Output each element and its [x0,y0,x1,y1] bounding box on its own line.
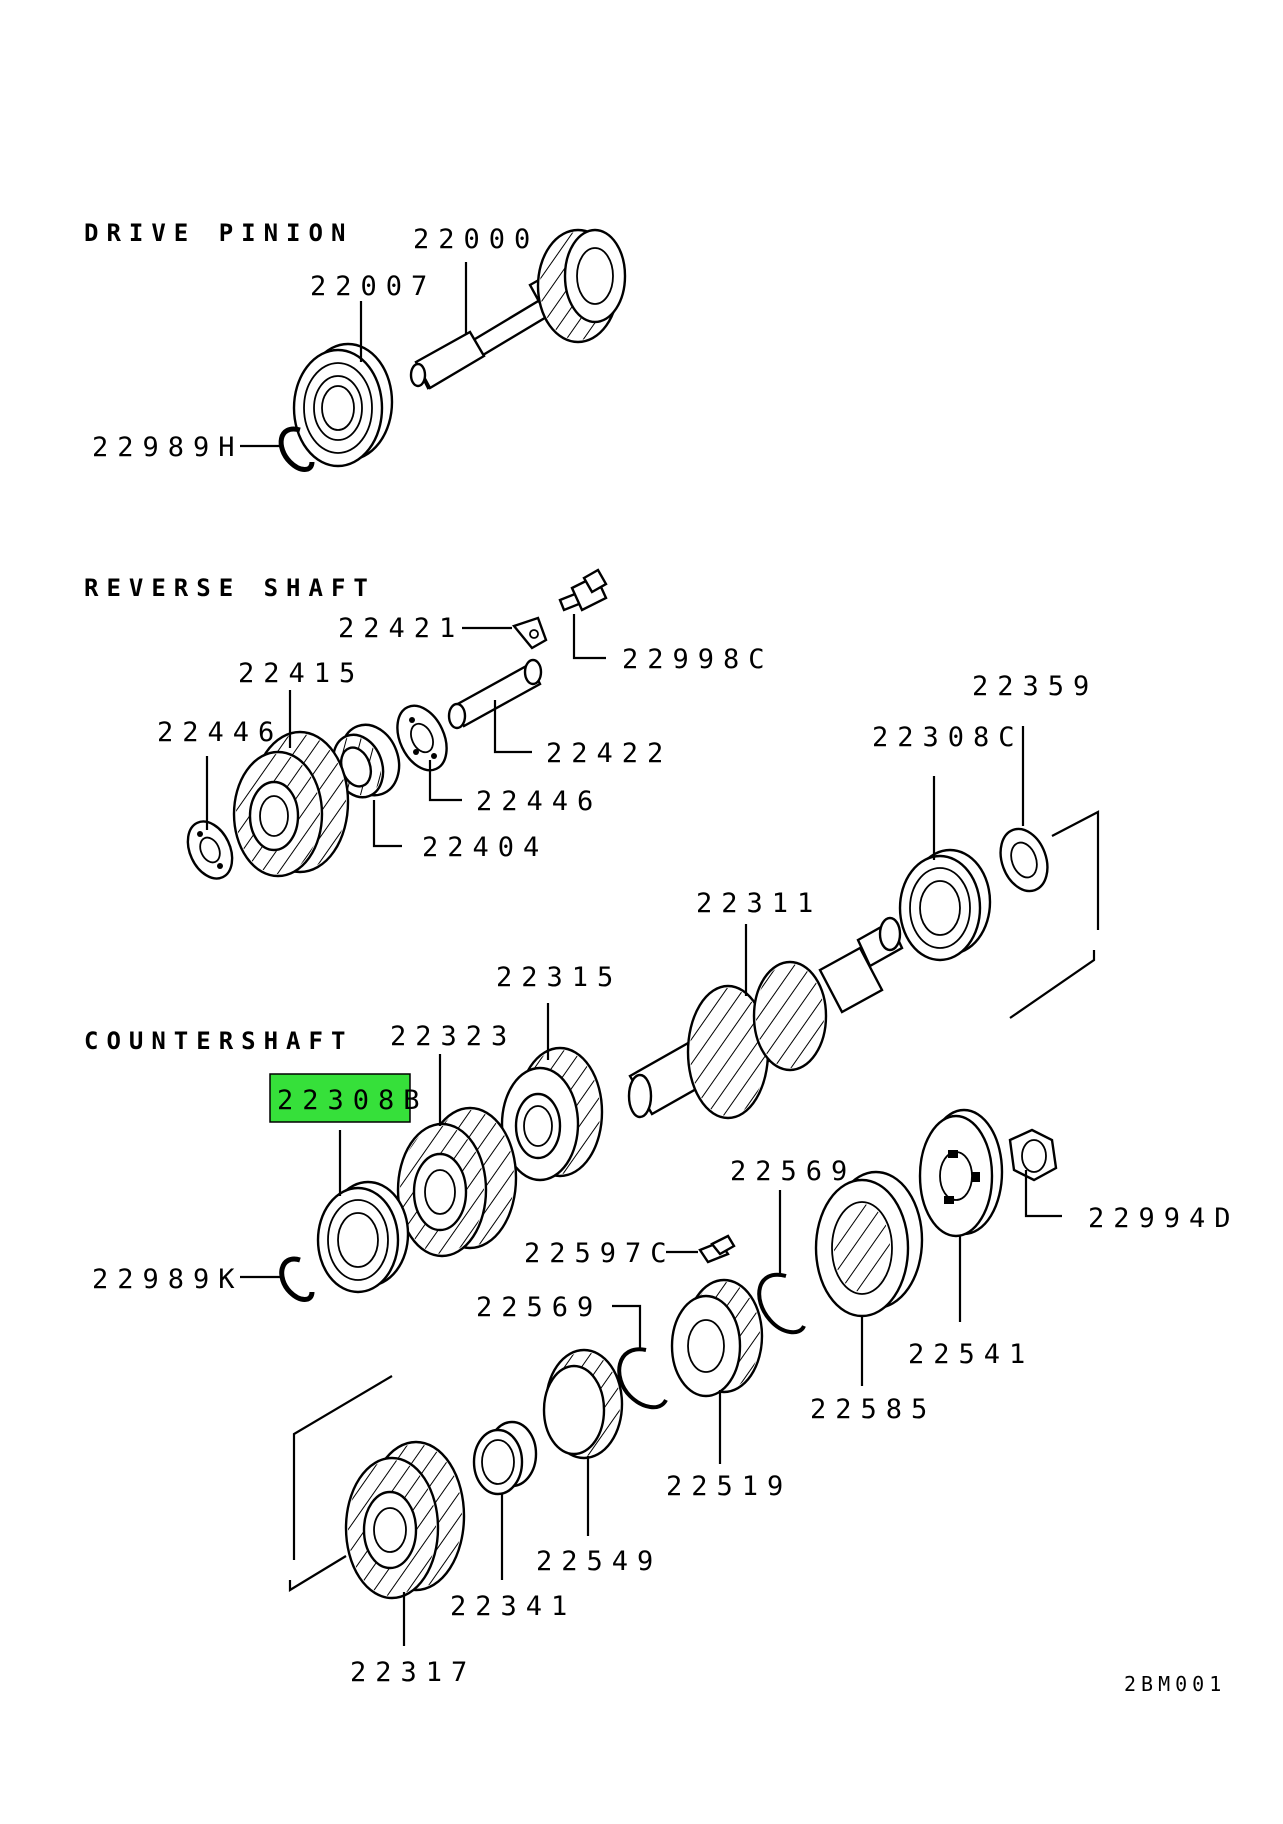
sleeve-22585[interactable] [814,1170,924,1318]
collar-22341[interactable] [472,1420,538,1496]
highlight-box-22308B [269,1073,411,1123]
label-22422[interactable]: 22422 [546,738,672,769]
break-bracket-left-lower [288,1555,347,1592]
section-title-reverse-shaft: REVERSE SHAFT [84,574,376,602]
bearing-22007[interactable] [292,342,394,468]
synchronizer-ring-22549[interactable] [542,1348,624,1460]
label-22007[interactable]: 22007 [310,271,436,302]
diagram-code: 2BM001 [1124,1672,1226,1696]
break-bracket-right-lower [1009,950,1096,1019]
label-22308C[interactable]: 22308C [872,722,1024,753]
leader-22994D [1024,1170,1062,1218]
label-22541[interactable]: 22541 [908,1339,1034,1370]
nut-22994D[interactable] [1008,1128,1058,1182]
reverse-idler-gear-22415[interactable] [232,730,350,878]
leader-22422 [493,700,532,754]
leader-22998C [572,614,606,660]
thrust-washer-22446-left[interactable] [179,814,241,885]
gear-22323[interactable] [396,1106,518,1258]
snap-ring-22569-upper[interactable] [757,1272,806,1335]
label-22317[interactable]: 22317 [350,1657,476,1688]
label-22323[interactable]: 22323 [390,1021,516,1052]
section-title-countershaft: COUNTERSHAFT [84,1027,353,1055]
snap-ring-22569-lower[interactable] [617,1347,668,1410]
gear-22317[interactable] [344,1440,466,1600]
label-22989H[interactable]: 22989H [92,432,244,463]
gear-22541[interactable] [918,1108,1004,1238]
section-title-drive-pinion: DRIVE PINION [84,219,353,247]
washer-22359[interactable] [992,822,1055,897]
label-22359[interactable]: 22359 [972,671,1098,702]
lock-plate-22421[interactable] [511,616,548,650]
leader-22569-lower [612,1304,642,1350]
label-22994D[interactable]: 22994D [1088,1203,1240,1234]
gear-22315[interactable] [500,1046,604,1182]
label-22311[interactable]: 22311 [696,888,822,919]
label-22569-lower[interactable]: 22569 [476,1292,602,1323]
label-22446-right[interactable]: 22446 [476,786,602,817]
snap-ring-22989H[interactable] [278,426,315,472]
leader-22404 [372,800,402,848]
gear-22519[interactable] [670,1278,764,1398]
label-22404[interactable]: 22404 [422,832,548,863]
key-22597C[interactable] [698,1234,736,1264]
label-22998C[interactable]: 22998C [622,644,774,675]
label-22597C[interactable]: 22597C [524,1238,676,1269]
break-bracket-right [1051,810,1100,930]
label-22569-upper[interactable]: 22569 [730,1156,856,1187]
thrust-washer-22446-right[interactable] [388,698,457,778]
countershaft-22311[interactable] [627,916,904,1120]
drive-pinion-shaft[interactable] [409,228,627,390]
label-22308B[interactable]: 22308B [277,1085,429,1116]
snap-ring-22989K[interactable] [279,1256,315,1302]
label-22341[interactable]: 22341 [450,1591,576,1622]
bearing-22308C[interactable] [898,848,992,962]
label-22315[interactable]: 22315 [496,962,622,993]
label-22519[interactable]: 22519 [666,1471,792,1502]
bolt-22998C[interactable] [558,568,608,612]
label-22446-left[interactable]: 22446 [157,717,283,748]
label-22415[interactable]: 22415 [238,658,364,689]
label-22549[interactable]: 22549 [536,1546,662,1577]
reverse-idler-shaft-22422[interactable] [447,658,543,730]
leader-22446-right [428,760,462,802]
label-22421[interactable]: 22421 [338,613,464,644]
label-22585[interactable]: 22585 [810,1394,936,1425]
label-22989K[interactable]: 22989K [92,1264,244,1295]
label-22000[interactable]: 22000 [413,224,539,255]
break-bracket-left [292,1375,393,1560]
bearing-22308B[interactable] [316,1180,410,1294]
